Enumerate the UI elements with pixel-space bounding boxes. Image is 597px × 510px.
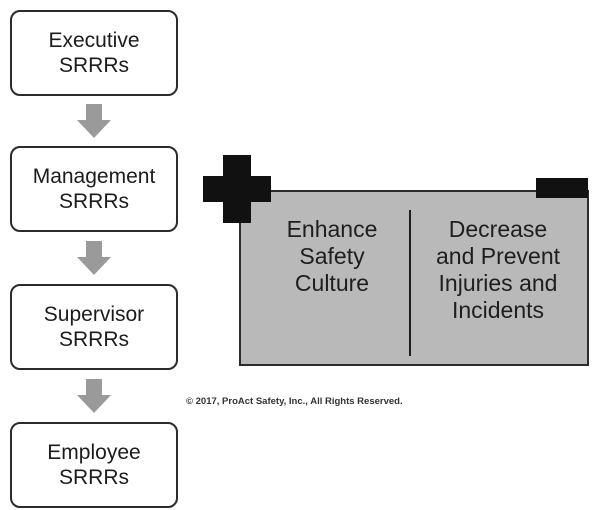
supervisor-srrrs-label: SRRRs xyxy=(58,328,129,351)
minus-icon xyxy=(536,178,588,198)
right-text-line: Decrease xyxy=(448,216,548,242)
down-arrow-icon xyxy=(77,379,111,413)
right-text-line: Injuries and xyxy=(438,270,558,296)
right-text-line: Incidents xyxy=(451,297,545,323)
copyright-notice: © 2017, ProAct Safety, Inc., All Rights … xyxy=(186,396,403,407)
battery-body xyxy=(239,190,589,366)
enhance-safety-culture-text: Enhance Safety Culture xyxy=(262,216,402,297)
executive-label: Executive xyxy=(48,29,140,52)
management-label: Management xyxy=(32,165,156,188)
decrease-prevent-injuries-text: Decrease and Prevent Injuries and Incide… xyxy=(414,216,582,324)
employee-srrrs-box: Employee SRRRs xyxy=(10,422,178,508)
right-text-line: and Prevent xyxy=(435,243,561,269)
left-text-line: Enhance xyxy=(286,216,378,242)
executive-srrrs-label: SRRRs xyxy=(58,54,129,77)
employee-label: Employee xyxy=(47,441,141,464)
battery-divider xyxy=(409,210,411,356)
left-text-line: Safety xyxy=(299,243,365,269)
left-text-line: Culture xyxy=(294,270,370,296)
down-arrow-icon xyxy=(77,104,111,138)
supervisor-label: Supervisor xyxy=(43,303,145,326)
executive-srrrs-box: Executive SRRRs xyxy=(10,10,178,96)
management-srrrs-label: SRRRs xyxy=(58,190,129,213)
supervisor-srrrs-box: Supervisor SRRRs xyxy=(10,284,178,370)
management-srrrs-box: Management SRRRs xyxy=(10,146,178,232)
down-arrow-icon xyxy=(77,241,111,275)
plus-icon-bar xyxy=(203,176,271,202)
employee-srrrs-label: SRRRs xyxy=(58,466,129,489)
